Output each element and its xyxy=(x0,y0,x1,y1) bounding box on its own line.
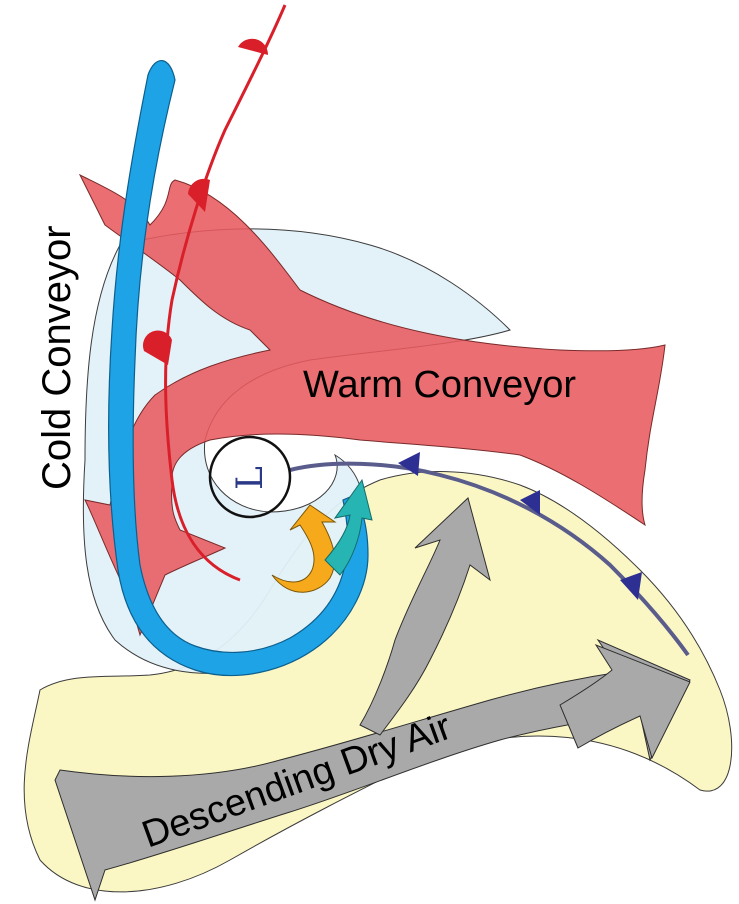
warm-conveyor-label: Warm Conveyor xyxy=(303,364,576,406)
low-pressure-marker: L xyxy=(230,466,271,490)
cold-front-triangle-1 xyxy=(398,452,420,476)
warm-front-bump-1 xyxy=(238,39,268,55)
cold-conveyor-label: Cold Conveyor xyxy=(35,225,79,490)
